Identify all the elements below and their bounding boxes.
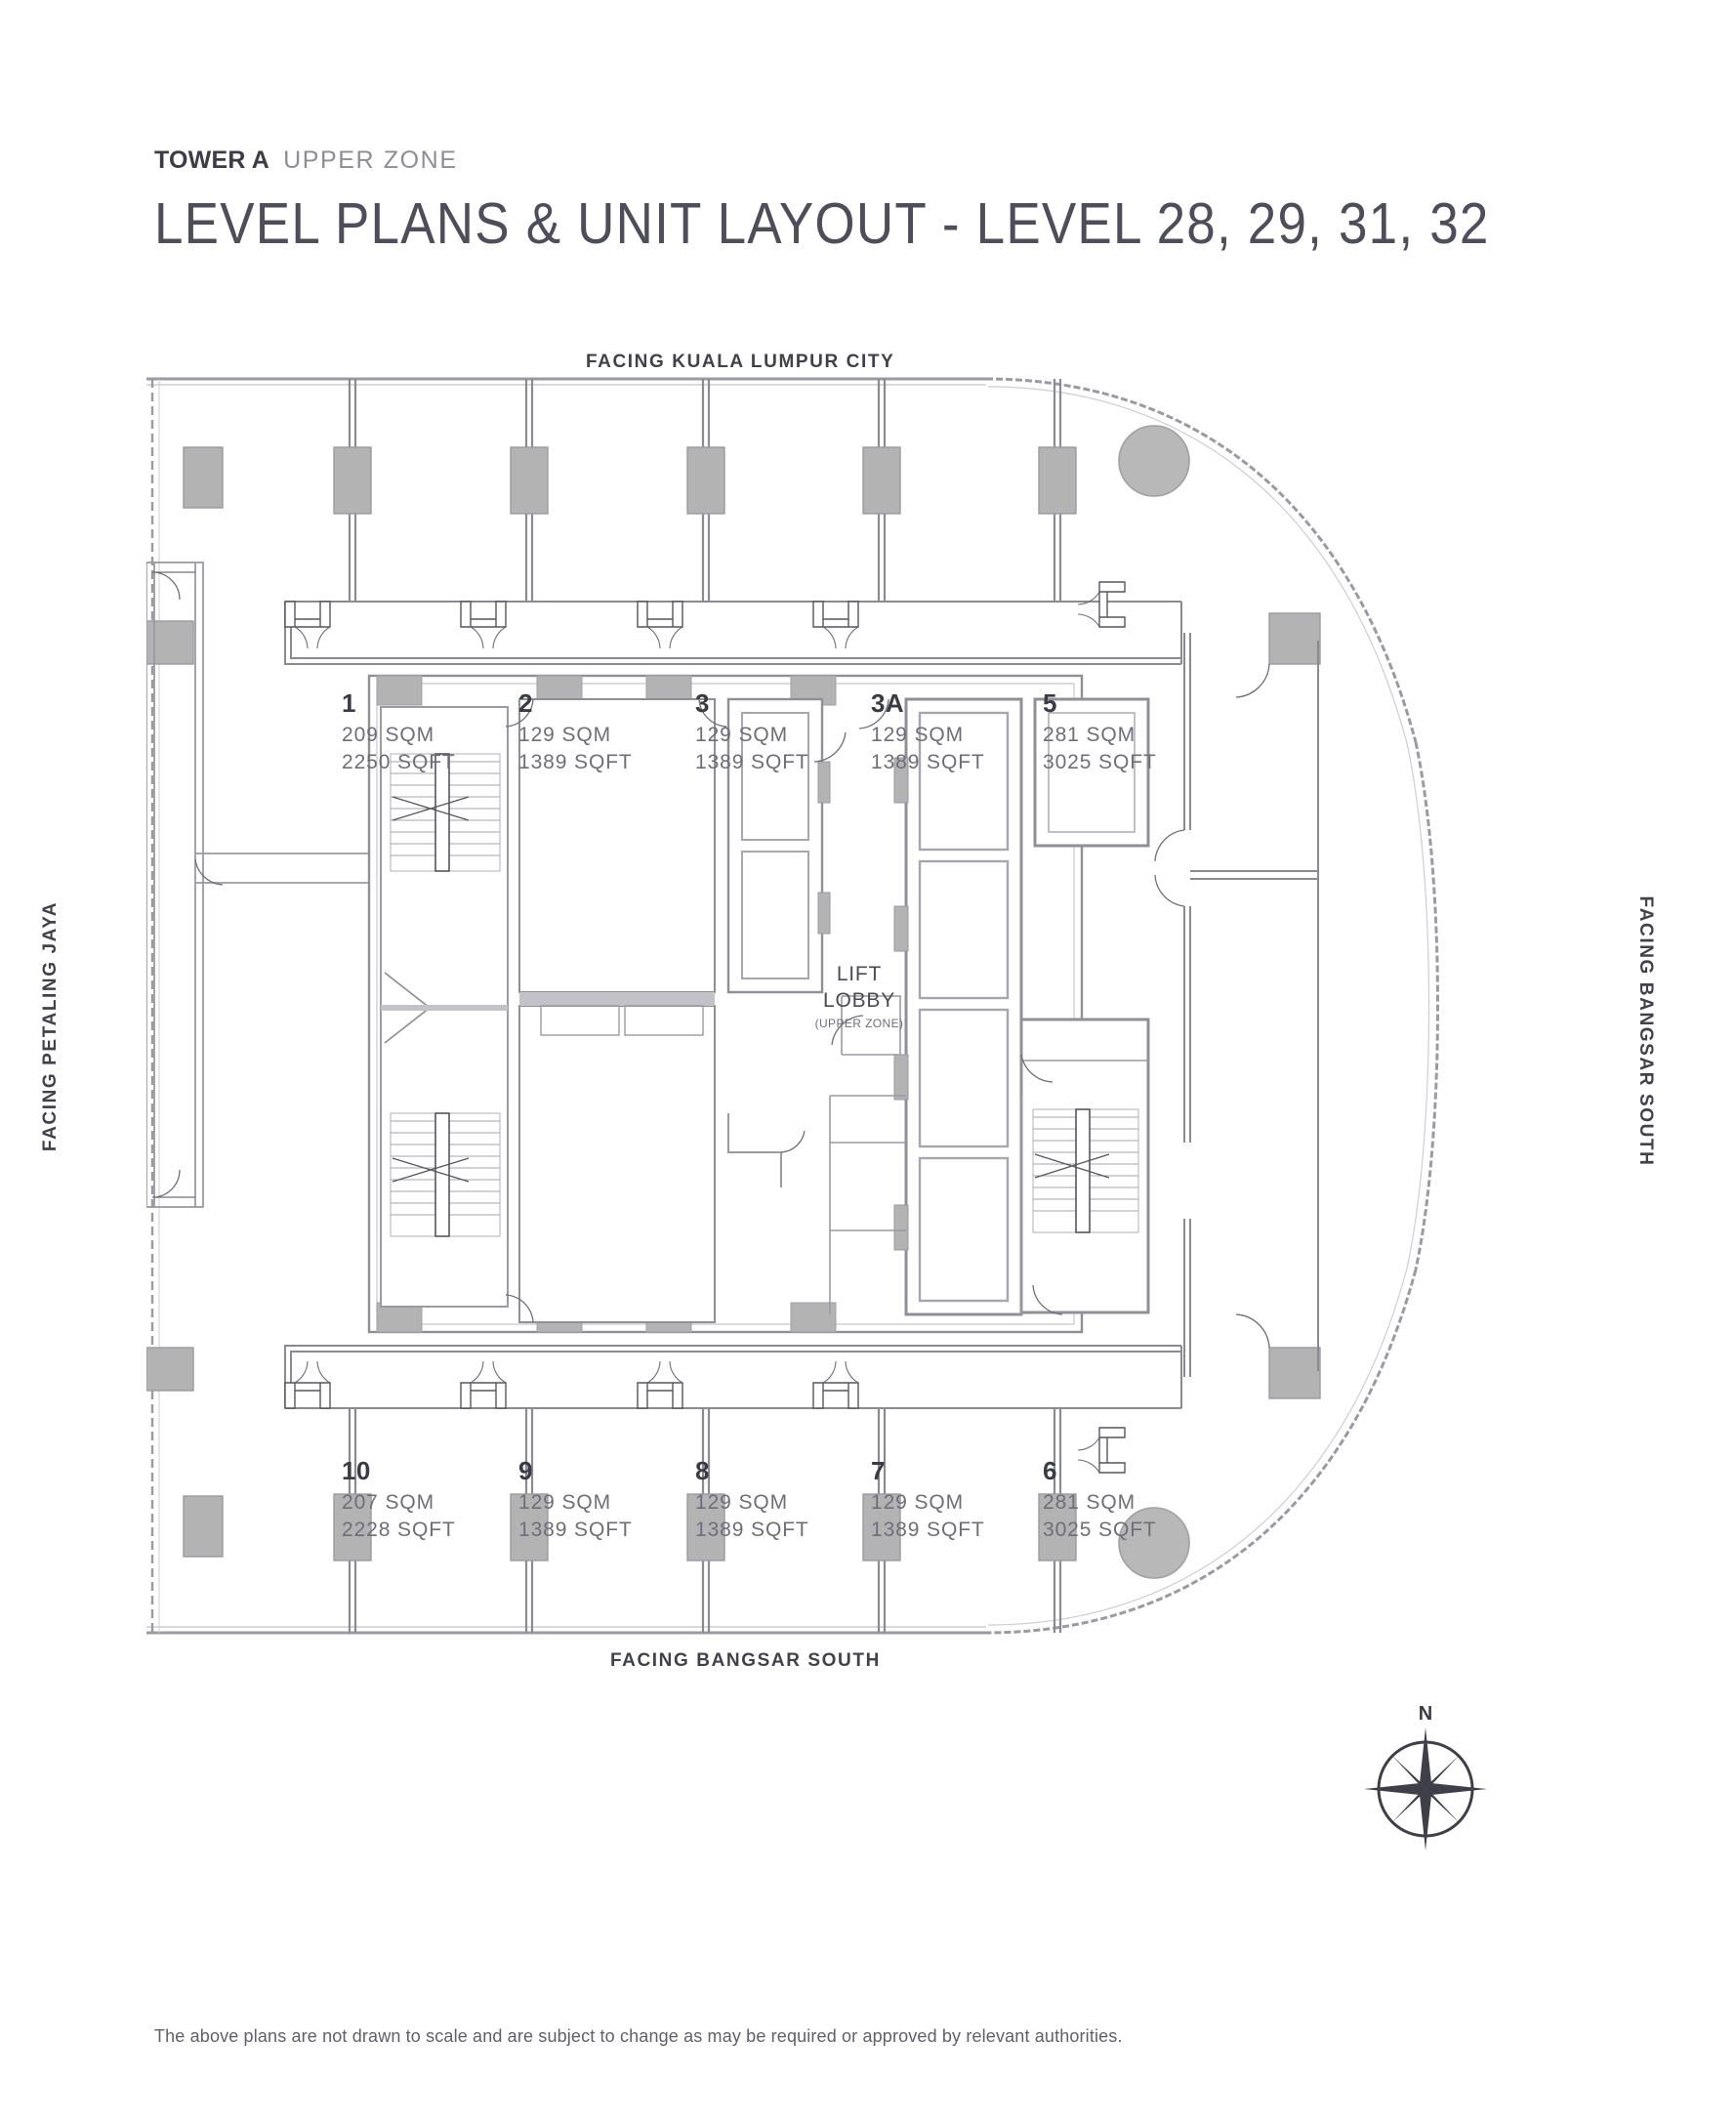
unit-area-sqft: 1389 SQFT <box>518 1519 633 1542</box>
unit-area-sqft: 2250 SQFT <box>342 751 456 774</box>
tower-zone: UPPER ZONE <box>283 146 458 174</box>
unit-label-1: 1 209 SQM 2250 SQFT <box>342 688 456 776</box>
lift-lobby-line-1: LIFT <box>836 963 883 985</box>
unit-area-sqm: 281 SQM <box>1043 724 1137 747</box>
unit-number: 2 <box>518 688 533 718</box>
facing-label-bottom: FACING BANGSAR SOUTH <box>610 1650 881 1671</box>
unit-area-sqm: 129 SQM <box>695 724 789 747</box>
unit-area-sqft: 1389 SQFT <box>695 751 809 774</box>
floor-plan-drawing <box>146 371 1582 1641</box>
unit-number: 7 <box>871 1456 886 1485</box>
disclaimer-text: The above plans are not drawn to scale a… <box>154 2026 1123 2046</box>
unit-label-6: 6 281 SQM 3025 SQFT <box>1043 1456 1157 1544</box>
unit-number: 6 <box>1043 1456 1057 1485</box>
lift-lobby-sublabel: (UPPER ZONE) <box>814 1016 904 1030</box>
unit-area-sqm: 207 SQM <box>342 1491 435 1515</box>
core-block <box>367 674 1150 1334</box>
facing-label-right: FACING BANGSAR SOUTH <box>1635 895 1656 1167</box>
unit-number: 3 <box>695 688 710 718</box>
facing-label-top: FACING KUALA LUMPUR CITY <box>586 352 895 372</box>
unit-area-sqft: 1389 SQFT <box>518 751 633 774</box>
unit-area-sqm: 129 SQM <box>518 1491 612 1515</box>
lift-lobby-line-2: LOBBY <box>822 988 896 1012</box>
unit-number: 9 <box>518 1456 533 1485</box>
compass-rose-icon <box>1364 1728 1487 1851</box>
unit-area-sqm: 129 SQM <box>871 724 965 747</box>
unit-area-sqft: 2228 SQFT <box>342 1519 456 1542</box>
unit-label-3A: 3A 129 SQM 1389 SQFT <box>871 688 985 776</box>
unit-area-sqm: 129 SQM <box>695 1491 789 1515</box>
tower-line: TOWER A UPPER ZONE <box>154 146 1619 175</box>
floor-plan-svg <box>146 377 1439 1635</box>
unit-area-sqft: 1389 SQFT <box>871 751 985 774</box>
unit-area-sqft: 1389 SQFT <box>871 1519 985 1542</box>
lift-lobby-label: LIFT LOBBY (UPPER ZONE) <box>771 962 947 1031</box>
unit-area-sqft: 3025 SQFT <box>1043 1519 1157 1542</box>
unit-label-5: 5 281 SQM 3025 SQFT <box>1043 688 1157 776</box>
unit-number: 8 <box>695 1456 710 1485</box>
unit-area-sqm: 281 SQM <box>1043 1491 1137 1515</box>
unit-area-sqm: 209 SQM <box>342 724 435 747</box>
compass: N <box>1352 1704 1499 1870</box>
page-title: LEVEL PLANS & UNIT LAYOUT - LEVEL 28, 29… <box>154 191 1490 257</box>
page-header: TOWER A UPPER ZONE LEVEL PLANS & UNIT LAY… <box>154 146 1619 256</box>
tower-name: TOWER A <box>154 146 270 174</box>
unit-label-10: 10 207 SQM 2228 SQFT <box>342 1456 456 1544</box>
unit-number: 3A <box>871 688 905 718</box>
unit-label-3: 3 129 SQM 1389 SQFT <box>695 688 809 776</box>
compass-north-label: N <box>1418 1703 1433 1725</box>
unit-area-sqft: 1389 SQFT <box>695 1519 809 1542</box>
unit-number: 5 <box>1043 688 1057 718</box>
unit-label-2: 2 129 SQM 1389 SQFT <box>518 688 633 776</box>
unit-label-7: 7 129 SQM 1389 SQFT <box>871 1456 985 1544</box>
unit-label-8: 8 129 SQM 1389 SQFT <box>695 1456 809 1544</box>
unit-number: 10 <box>342 1456 371 1485</box>
unit-area-sqm: 129 SQM <box>871 1491 965 1515</box>
unit-label-9: 9 129 SQM 1389 SQFT <box>518 1456 633 1544</box>
unit-area-sqm: 129 SQM <box>518 724 612 747</box>
unit-number: 1 <box>342 688 356 718</box>
unit-area-sqft: 3025 SQFT <box>1043 751 1157 774</box>
facing-label-left: FACING PETALING JAYA <box>40 900 61 1152</box>
